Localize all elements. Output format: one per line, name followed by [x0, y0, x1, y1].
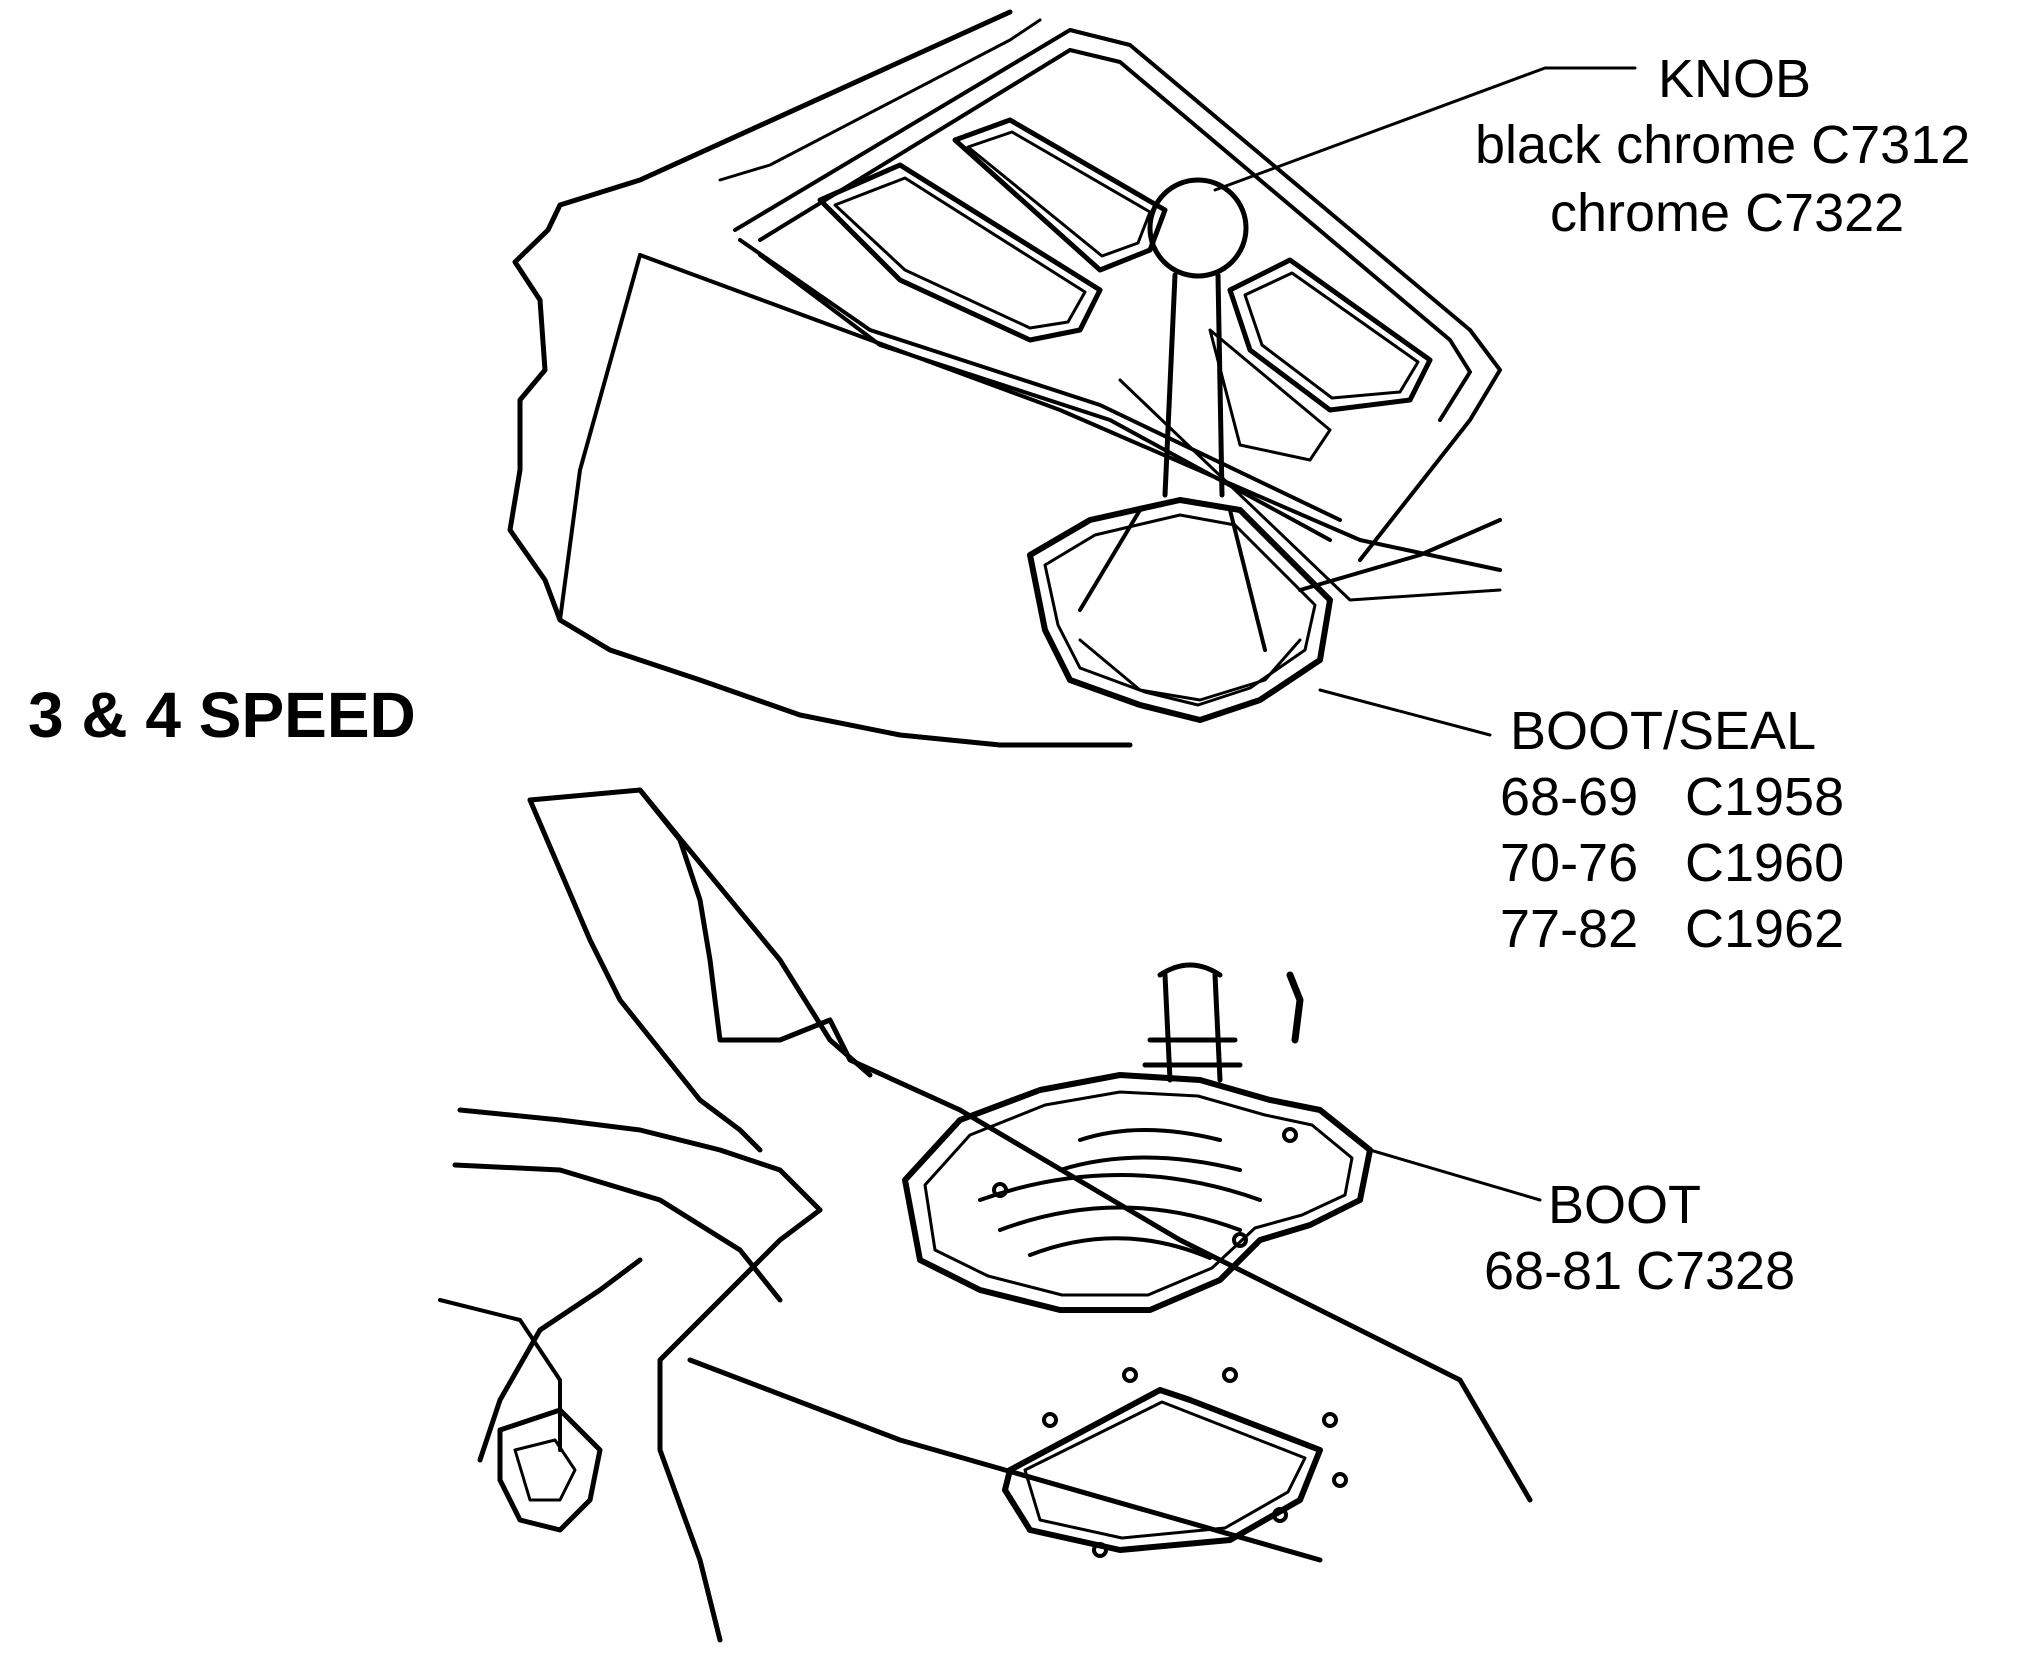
- bolt-holes: [992, 1127, 1348, 1558]
- boot-seal-label: BOOT/SEAL: [1510, 701, 1817, 761]
- boot-seal-part-2: C1960: [1685, 833, 1845, 893]
- floor-tunnel: [452, 787, 1533, 1643]
- console-outline: [507, 9, 1502, 748]
- boot-seal-years-3: 77-82: [1500, 899, 1639, 959]
- shifter-base-stem: [1142, 962, 1304, 1083]
- boot-part-1: C7328: [1636, 1241, 1796, 1301]
- knob-leader-line: [1213, 66, 1637, 192]
- boot-lower: [902, 1072, 1373, 1313]
- boot-seal-leader-line: [1318, 688, 1492, 737]
- boot-leader-line: [1368, 1148, 1542, 1202]
- knob-label: KNOB: [1658, 49, 1812, 109]
- boot-seal-part-3: C1962: [1685, 899, 1845, 959]
- boot-seal-years-1: 68-69: [1500, 767, 1639, 827]
- knob-variant-black-chrome: black chrome C7312: [1475, 115, 1971, 175]
- knob-variant-chrome: chrome C7322: [1550, 183, 1905, 243]
- console-top-panel: [733, 28, 1502, 562]
- diagram-title: 3 & 4 SPEED: [28, 679, 416, 751]
- boot-seal-upper: [1027, 497, 1333, 723]
- knob-ball: [1147, 177, 1249, 279]
- inspection-plate: [1002, 1387, 1323, 1553]
- shift-lever: [1147, 177, 1249, 498]
- boot-seal-part-1: C1958: [1685, 767, 1845, 827]
- boot-years-1: 68-81: [1484, 1241, 1623, 1301]
- trans-mount: [438, 1298, 603, 1533]
- boot-label: BOOT: [1548, 1175, 1702, 1235]
- boot-seal-years-2: 70-76: [1500, 833, 1639, 893]
- console-windows: [817, 117, 1433, 462]
